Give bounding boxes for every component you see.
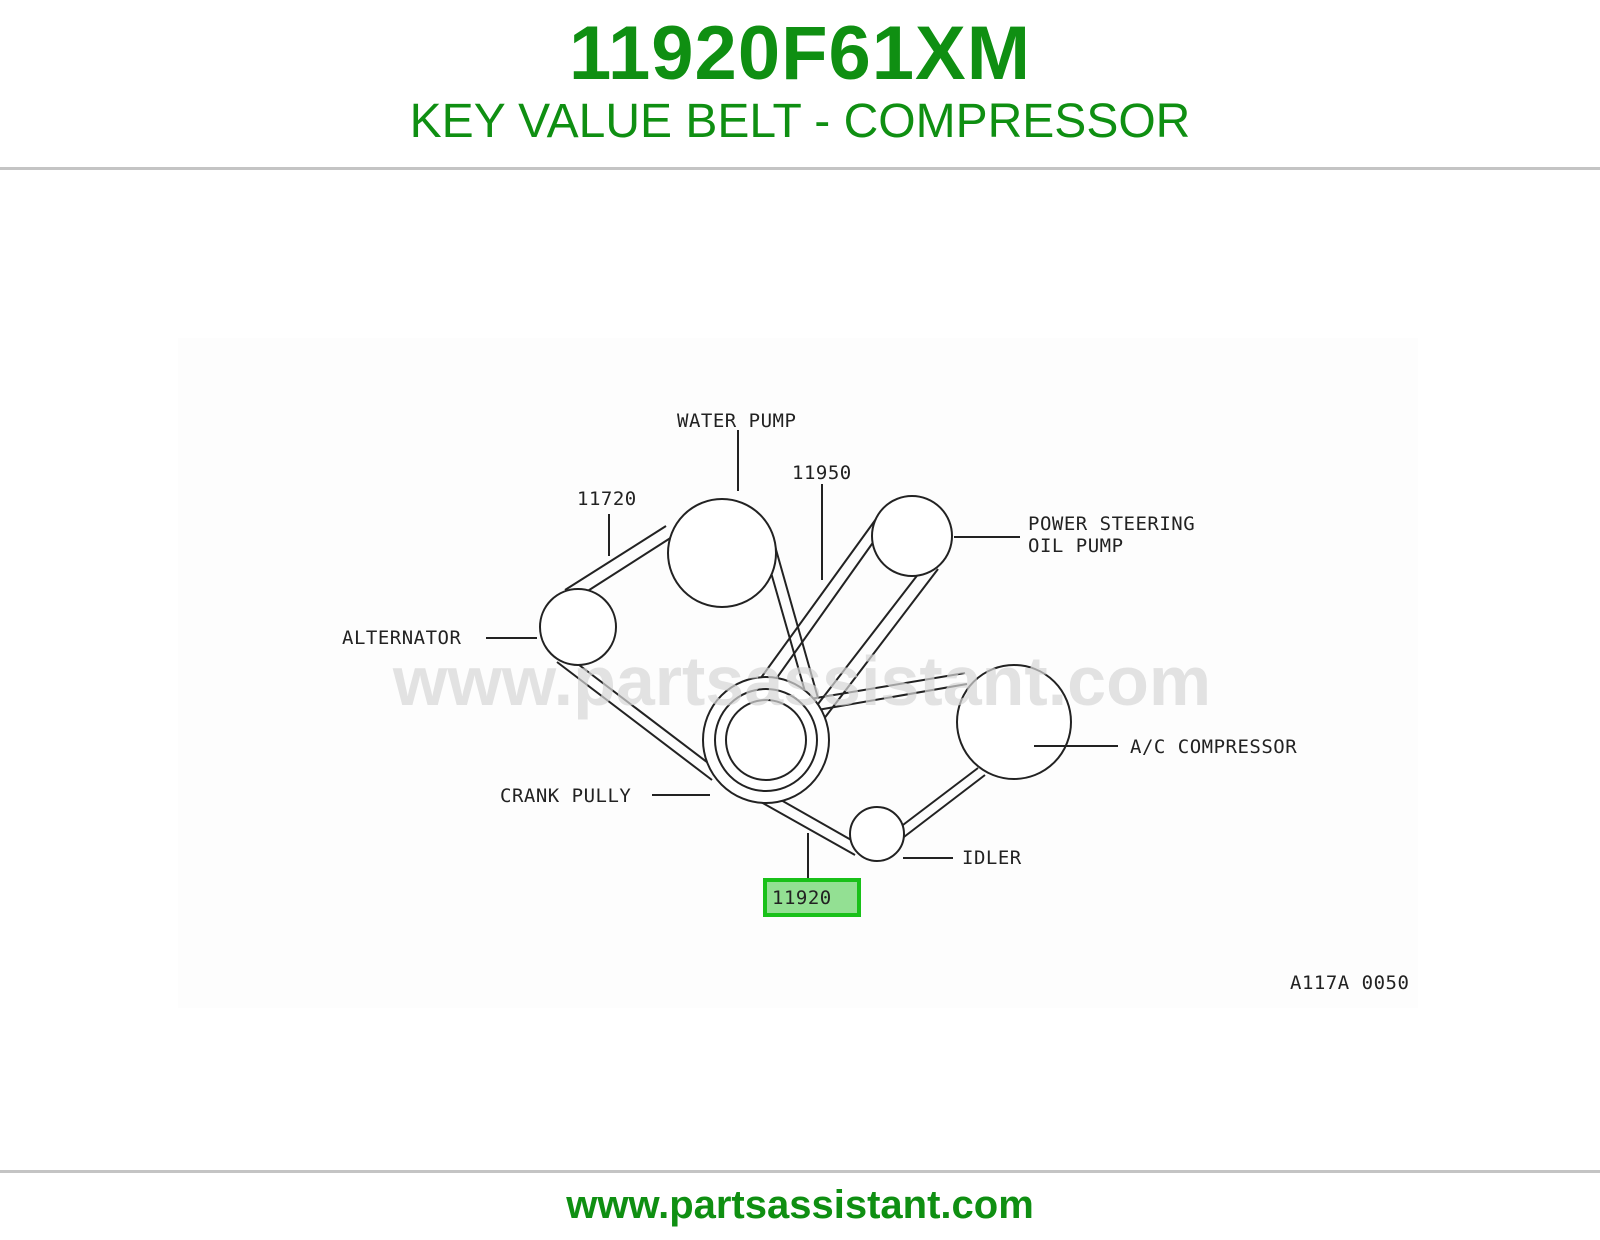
ac-compressor-pulley <box>956 664 1072 780</box>
alternator-pulley <box>539 588 617 666</box>
label-ac-compressor: A/C COMPRESSOR <box>1130 736 1297 758</box>
header-divider <box>0 167 1600 170</box>
part-number: 11920F61XM <box>568 11 1032 96</box>
label-crank-pully: CRANK PULLY <box>500 785 631 807</box>
page-header: 11920F61XM KEY VALUE BELT - COMPRESSOR <box>0 0 1600 168</box>
footer-divider <box>0 1170 1600 1173</box>
footer-url[interactable]: www.partsassistant.com <box>566 1183 1034 1227</box>
label-oil-pump: OIL PUMP <box>1028 535 1124 557</box>
pulleys <box>539 495 1072 862</box>
idler-pulley <box>849 806 905 862</box>
callout-11720: 11720 <box>577 488 637 510</box>
label-power-steering: POWER STEERING <box>1028 513 1195 535</box>
label-alternator: ALTERNATOR <box>342 627 461 649</box>
callout-11950: 11950 <box>792 462 852 484</box>
highlight-box[interactable] <box>763 878 861 917</box>
label-water-pump: WATER PUMP <box>677 410 796 432</box>
figure-code: A117A 0050 <box>1290 972 1409 994</box>
callout-11920[interactable]: 11920 <box>772 887 832 909</box>
belt-power-steering <box>741 518 939 725</box>
power-steering-pulley <box>871 495 953 577</box>
callout-11920-highlight[interactable]: 11920 <box>763 878 861 917</box>
crank-pulley-inner <box>725 699 807 781</box>
part-title: KEY VALUE BELT - COMPRESSOR <box>409 95 1191 148</box>
water-pump-pulley <box>667 498 777 608</box>
leader-lines <box>486 430 1118 880</box>
watermark: www.partsassistant.com <box>392 642 1211 720</box>
label-idler: IDLER <box>962 847 1022 869</box>
